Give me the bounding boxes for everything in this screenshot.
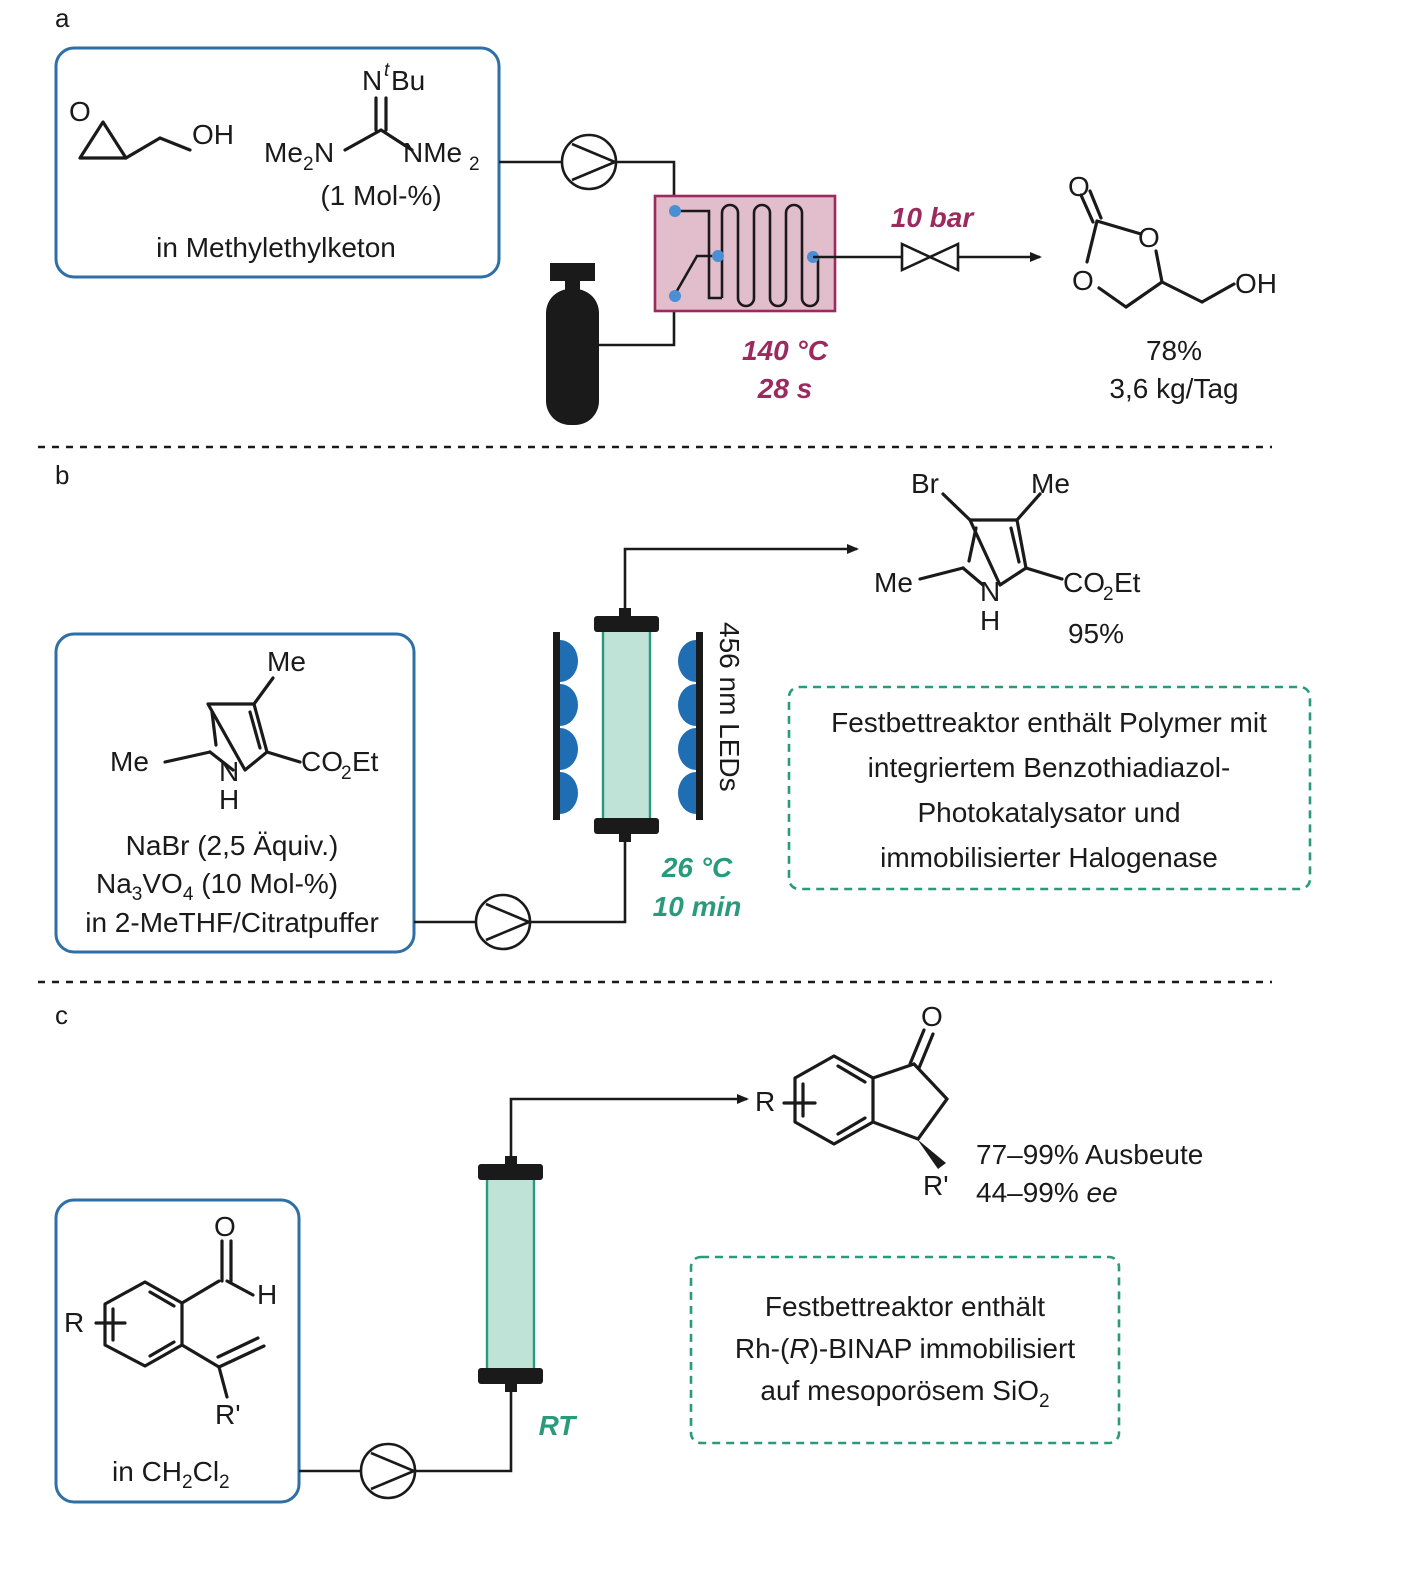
svg-text:Photokatalysator und: Photokatalysator und xyxy=(917,797,1180,828)
panel-a: a O OH N t Bu Me 2 N NMe 2 (1 Mol-%) xyxy=(54,3,1277,425)
svg-text:Me: Me xyxy=(1031,468,1070,499)
temperature-b: 26 °C xyxy=(661,852,733,883)
panel-label-c: c xyxy=(55,1000,68,1030)
svg-text:Br: Br xyxy=(911,468,939,499)
svg-text:CO: CO xyxy=(1063,567,1105,598)
svg-text:Et: Et xyxy=(352,746,379,777)
pump-icon xyxy=(560,133,619,191)
svg-text:R: R xyxy=(64,1307,84,1338)
panel-b: b Me Me CO 2 Et N H NaBr (2,5 Äquiv.) Na… xyxy=(54,460,1312,954)
svg-text:CO: CO xyxy=(301,746,343,777)
solvent-c: in CH2Cl2 xyxy=(112,1456,230,1493)
panel-label-a: a xyxy=(55,3,70,33)
gas-cylinder-icon: CO 2 xyxy=(546,263,599,425)
svg-text:2: 2 xyxy=(469,154,480,175)
svg-text:H: H xyxy=(257,1279,277,1310)
throughput-a: 3,6 kg/Tag xyxy=(1109,373,1238,404)
svg-text:Festbettreaktor enthält Polyme: Festbettreaktor enthält Polymer mit xyxy=(831,707,1267,738)
pump-icon xyxy=(474,893,533,951)
yield-c: 77–99% Ausbeute xyxy=(976,1139,1203,1170)
pump-icon xyxy=(359,1442,418,1500)
svg-text:immobilisierter Halogenase: immobilisierter Halogenase xyxy=(880,842,1218,873)
solvent-b: in 2-MeTHF/Citratpuffer xyxy=(85,907,379,938)
svg-text:OH: OH xyxy=(1235,268,1277,299)
svg-text:R: R xyxy=(755,1086,775,1117)
svg-text:Me: Me xyxy=(110,746,149,777)
svg-text:Rh-(R)-BINAP immobilisiert: Rh-(R)-BINAP immobilisiert xyxy=(735,1333,1075,1364)
reagent-box-b xyxy=(54,632,416,954)
svg-text:2: 2 xyxy=(1103,584,1114,605)
guanidine-n: N xyxy=(362,65,382,96)
svg-text:H: H xyxy=(219,784,239,815)
svg-text:O: O xyxy=(1072,265,1094,296)
microreactor-icon xyxy=(653,194,837,313)
brominated-pyrrole-structure: Br Me Me CO 2 Et N H xyxy=(874,468,1141,636)
svg-text:R': R' xyxy=(215,1399,241,1430)
svg-text:N: N xyxy=(219,756,239,787)
svg-text:2: 2 xyxy=(577,327,596,336)
svg-text:integriertem Benzothiadiazol-: integriertem Benzothiadiazol- xyxy=(868,752,1231,783)
solvent-a: in Methylethylketon xyxy=(156,232,396,263)
svg-text:H: H xyxy=(980,605,1000,636)
nabr-reagent: NaBr (2,5 Äquiv.) xyxy=(126,830,339,861)
svg-text:R': R' xyxy=(923,1170,949,1201)
svg-text:CO: CO xyxy=(560,345,590,384)
temperature-a: 140 °C xyxy=(742,335,829,366)
guanidine-structure: N t Bu Me 2 N NMe 2 xyxy=(264,60,480,175)
yield-b: 95% xyxy=(1068,618,1124,649)
temperature-c: RT xyxy=(539,1410,579,1441)
svg-text:Et: Et xyxy=(1114,567,1141,598)
svg-text:Bu: Bu xyxy=(391,65,425,96)
epoxide-o: O xyxy=(69,96,91,127)
residence-time-a: 28 s xyxy=(757,373,813,404)
svg-text:O: O xyxy=(921,1001,943,1032)
svg-text:t: t xyxy=(384,60,390,81)
packed-column-icon xyxy=(478,1156,543,1392)
panel-c: c O H R R' in CH2Cl2 xyxy=(54,1000,1203,1504)
svg-text:O: O xyxy=(214,1211,236,1242)
svg-text:2: 2 xyxy=(341,763,352,784)
indanone-structure: O R R' xyxy=(755,1001,949,1201)
svg-text:O: O xyxy=(1068,171,1090,202)
svg-text:Festbettreaktor enthält: Festbettreaktor enthält xyxy=(765,1291,1045,1322)
glycidol-structure: O OH xyxy=(67,94,234,160)
catalyst-loading: (1 Mol-%) xyxy=(320,180,441,211)
svg-text:N: N xyxy=(314,137,334,168)
starting-pyrrole-structure: Me Me CO 2 Et N H xyxy=(110,646,379,815)
panel-label-b: b xyxy=(55,460,69,490)
led-array-icon xyxy=(553,632,703,820)
svg-text:Me: Me xyxy=(267,646,306,677)
svg-text:NMe: NMe xyxy=(403,137,462,168)
svg-text:Me: Me xyxy=(264,137,303,168)
glycidol-oh: OH xyxy=(192,119,234,150)
led-label: 456 nm LEDs xyxy=(714,622,745,792)
svg-text:2: 2 xyxy=(303,154,314,175)
pressure-a: 10 bar xyxy=(891,202,976,233)
note-box-c xyxy=(689,1255,1121,1445)
reagent-box-c xyxy=(54,1198,301,1504)
svg-text:O: O xyxy=(1138,222,1160,253)
svg-text:N: N xyxy=(980,576,1000,607)
ee-c: 44–99% ee xyxy=(976,1177,1118,1208)
residence-time-b: 10 min xyxy=(653,891,742,922)
packed-column-icon xyxy=(594,608,659,842)
note-box-b xyxy=(787,685,1312,891)
svg-text:auf mesoporösem SiO2: auf mesoporösem SiO2 xyxy=(760,1375,1049,1412)
na3vo4-reagent: Na3VO4 (10 Mol-%) xyxy=(96,868,338,905)
glycerol-carbonate-structure: O O O OH xyxy=(1068,171,1277,309)
svg-text:Me: Me xyxy=(874,567,913,598)
yield-a: 78% xyxy=(1146,335,1202,366)
vinyl-benzaldehyde-structure: O H R R' xyxy=(64,1211,277,1430)
back-pressure-valve-icon xyxy=(900,241,960,273)
